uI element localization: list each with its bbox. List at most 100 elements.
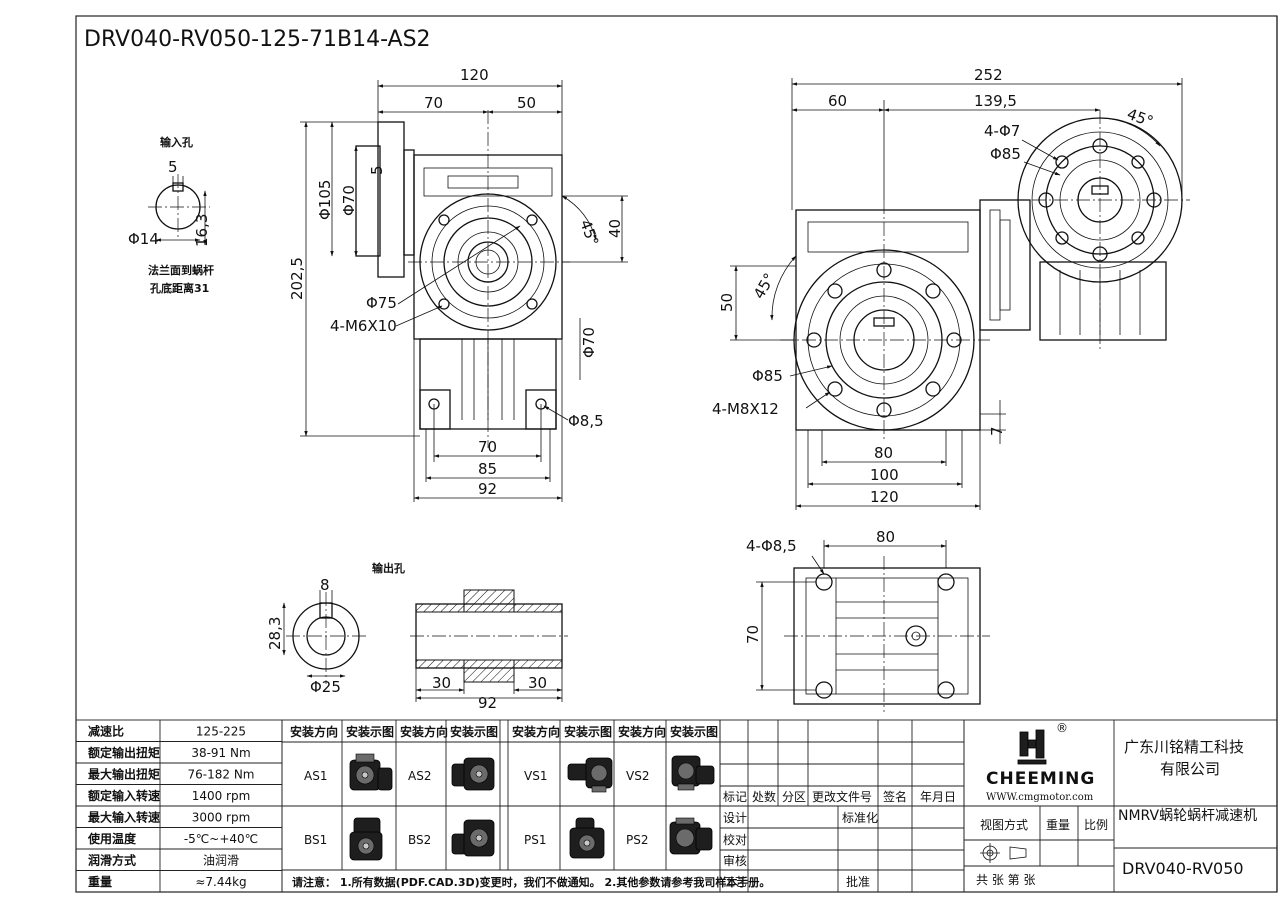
dim-front-2025: 202,5 — [288, 257, 306, 300]
spec-label: 额定输入转速 — [88, 788, 160, 803]
dim-front-m6: 4-M6X10 — [330, 317, 397, 335]
mount-header-dir-3: 安装方向 — [512, 724, 560, 739]
output-hole-detail: 输出孔 8 28,3 Φ25 30 30 92 — [266, 561, 568, 712]
rev-col-mark: 标记 — [723, 790, 747, 804]
spec-label: 减速比 — [88, 724, 124, 739]
dim-side-60: 60 — [828, 92, 847, 110]
mount-ps1: PS1 — [524, 833, 547, 847]
drawing-title: DRV040-RV050-125-71B14-AS2 — [84, 27, 431, 52]
rev-col-sign: 签名 — [883, 789, 907, 804]
dim-front-70: 70 — [424, 94, 443, 112]
input-note-2: 孔底距离31 — [150, 281, 209, 295]
output-hole-label: 输出孔 — [372, 561, 405, 575]
mount-bs2: BS2 — [408, 833, 431, 847]
mount-image-as2 — [451, 757, 495, 791]
company-name-line1: 广东川铭精工科技 — [1124, 738, 1244, 756]
mount-note: 请注意： 1.所有数据(PDF.CAD.3D)变更时，我们不做通知。 2.其他参… — [292, 875, 770, 889]
dim-side-4-phi7: 4-Φ7 — [984, 122, 1020, 140]
rev-design: 设计 — [723, 811, 747, 825]
spec-label: 最大输入转速 — [88, 810, 160, 825]
dim-front-b85: 85 — [478, 460, 497, 478]
dim-side-7: 7 — [988, 426, 1006, 436]
mount-header-img-3: 安装示图 — [564, 724, 612, 739]
mount-image-ps2 — [669, 817, 713, 855]
dim-front-d75: Φ75 — [366, 294, 397, 312]
info-block: ® CHEEMING WWW.cmgmotor.com 视图方式 重量 比例 共… — [963, 719, 1278, 893]
dim-front-d105: Φ105 — [316, 180, 334, 220]
info-weight-label: 重量 — [1046, 818, 1070, 832]
model-number: DRV040-RV050 — [1122, 859, 1244, 878]
dim-side-d85-top: Φ85 — [990, 145, 1021, 163]
spec-value: ≈7.44kg — [195, 875, 246, 889]
mount-header-img-1: 安装示图 — [346, 724, 394, 739]
dim-front-40: 40 — [606, 219, 624, 238]
input-hole-detail: 输入孔 5 16,3 Φ14 法兰面到蜗杆 孔底距离31 — [128, 135, 214, 295]
dim-side-80: 80 — [874, 444, 893, 462]
dim-output-diameter: Φ25 — [310, 678, 341, 696]
spec-label: 最大输出扭矩 — [88, 767, 160, 782]
dim-front-120: 120 — [460, 66, 489, 84]
mount-bs1: BS1 — [304, 833, 327, 847]
mount-header-dir-2: 安装方向 — [400, 724, 448, 739]
rev-check: 校对 — [723, 832, 747, 847]
rev-col-date: 年月日 — [920, 790, 956, 804]
mount-vs1: VS1 — [524, 769, 547, 783]
dim-side-45-top: 45° — [1125, 105, 1156, 131]
rev-col-count: 处数 — [752, 789, 776, 804]
dim-input-diameter: Φ14 — [128, 230, 159, 248]
bottom-view: 4-Φ8,5 80 70 — [744, 528, 990, 712]
dim-front-d70b: Φ70 — [580, 327, 598, 358]
dim-side-1395: 139,5 — [974, 92, 1017, 110]
mount-header-img-4: 安装示图 — [670, 724, 718, 739]
dim-side-100: 100 — [870, 466, 899, 484]
mount-image-as1 — [349, 753, 393, 791]
rev-standard: 标准化 — [842, 811, 878, 825]
spec-label: 润滑方式 — [88, 853, 136, 868]
dim-side-120: 120 — [870, 488, 899, 506]
brand-url: WWW.cmgmotor.com — [986, 792, 1094, 803]
dim-side-252: 252 — [974, 66, 1003, 84]
dim-output-30a: 30 — [432, 674, 451, 692]
revision-table: 标记 处数 分区 更改文件号 签名 年月日 设计 标准化 校对 审核 工艺 批准 — [719, 719, 965, 893]
rev-approve: 批准 — [846, 874, 870, 889]
spec-table: 减速比 125-225 额定输出扭矩 38-91 Nm 最大输出扭矩 76-182 Nm 额… — [75, 719, 283, 893]
dim-front-b70: 70 — [478, 438, 497, 456]
brand-reg-mark: ® — [1056, 721, 1068, 735]
mount-image-vs1 — [567, 757, 613, 793]
spec-value: 125-225 — [196, 725, 246, 739]
dim-input-key: 5 — [168, 158, 178, 176]
spec-label: 重量 — [88, 874, 112, 889]
dim-output-92: 92 — [478, 694, 497, 712]
dim-front-d70: Φ70 — [340, 185, 358, 216]
mount-image-bs2 — [451, 819, 495, 857]
mount-image-bs1 — [349, 817, 383, 861]
dim-output-height: 28,3 — [266, 617, 284, 650]
side-view: 252 60 139,5 45° 4-Φ7 Φ85 45° 50 Φ85 4-M… — [712, 66, 1190, 510]
input-hole-label: 输入孔 — [160, 135, 193, 149]
dim-front-b92: 92 — [478, 480, 497, 498]
info-view-label: 视图方式 — [980, 817, 1028, 832]
rev-craft: 工艺 — [723, 875, 747, 889]
mount-header-img-2: 安装示图 — [450, 724, 498, 739]
mount-vs2: VS2 — [626, 769, 649, 783]
brand-wordmark: CHEEMING — [986, 769, 1095, 789]
mount-as2: AS2 — [408, 769, 431, 783]
rev-col-docno: 更改文件号 — [812, 789, 872, 804]
spec-value: 76-182 Nm — [188, 768, 255, 782]
info-scale-label: 比例 — [1084, 818, 1108, 832]
projection-symbol-icon — [980, 843, 1027, 863]
dim-output-key: 8 — [320, 576, 330, 594]
front-view: 120 70 50 Φ105 Φ70 5 202,5 45° 40 Φ75 4-… — [288, 66, 628, 502]
mount-header-dir-1: 安装方向 — [290, 724, 338, 739]
spec-value: 3000 rpm — [192, 811, 251, 825]
dim-front-d85: Φ8,5 — [568, 412, 604, 430]
dim-side-50: 50 — [718, 293, 736, 312]
dim-bottom-80: 80 — [876, 528, 895, 546]
dim-side-m8: 4-M8X12 — [712, 400, 779, 418]
spec-value: 38-91 Nm — [191, 746, 250, 760]
dim-front-45: 45° — [576, 217, 602, 248]
spec-label: 额定输出扭矩 — [88, 745, 160, 760]
dim-side-d85: Φ85 — [752, 367, 783, 385]
spec-value: -5℃~+40℃ — [184, 832, 258, 846]
